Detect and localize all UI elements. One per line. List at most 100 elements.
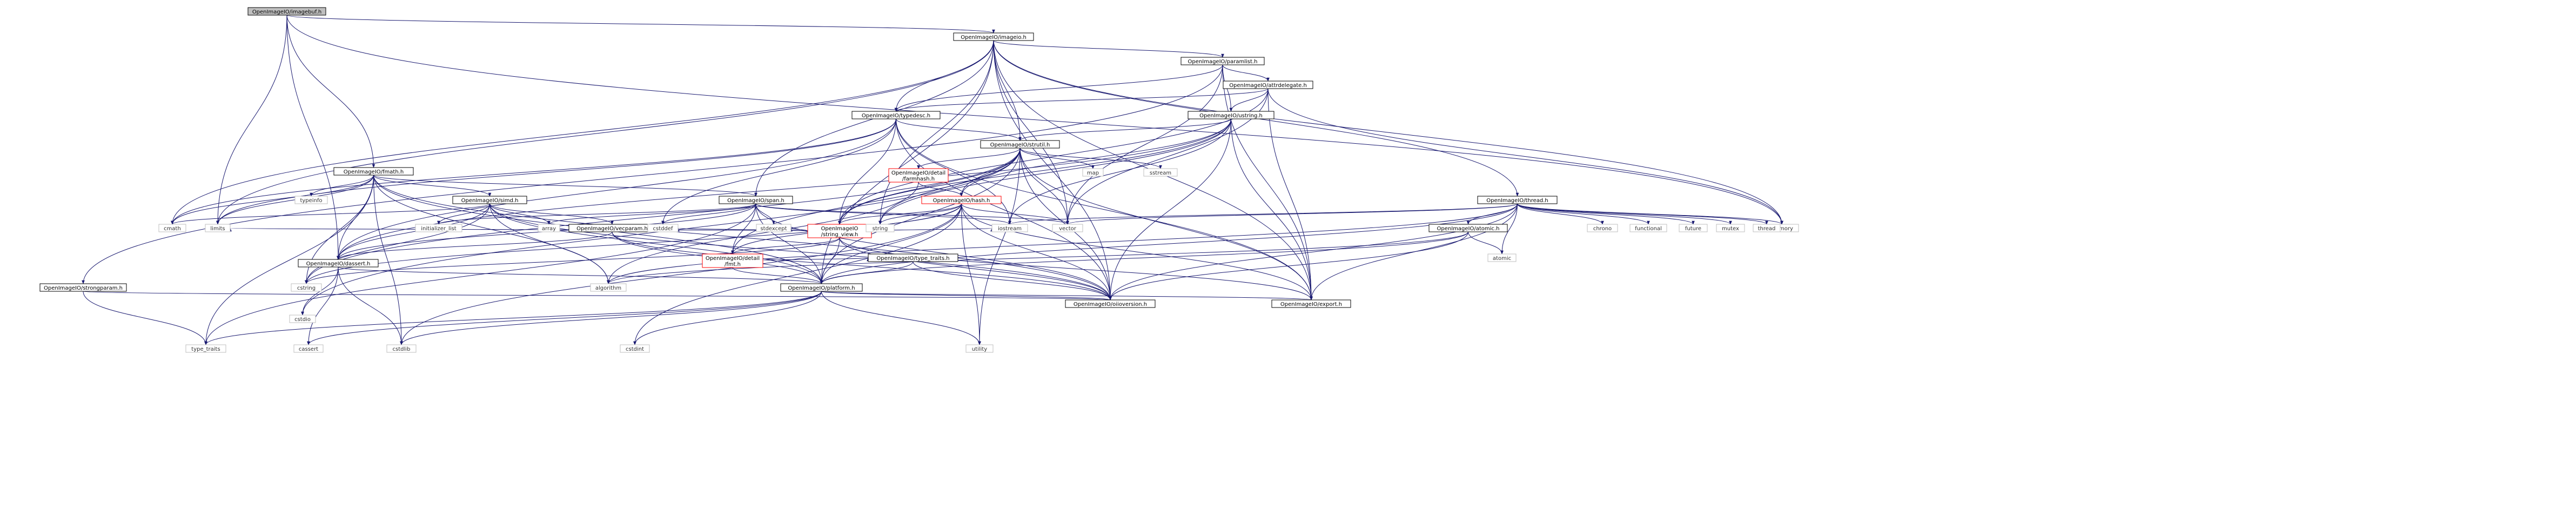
node-vecparam[interactable]: OpenImageIO/vecparam.h [568,224,656,232]
edge-platform-to-oiioversion [821,291,1112,300]
node-dassert[interactable]: OpenImageIO/dassert.h [298,259,379,268]
edge-typedesc-to-cmath [171,118,896,225]
node-label: OpenImageIO/export.h [1280,302,1342,308]
edge-typedesc-to-strutil [896,118,1022,141]
node-fmt[interactable]: OpenImageIO/detail/fmt.h [702,253,763,268]
edge-typedesc-to-string_view [838,118,896,225]
node-ustring[interactable]: OpenImageIO/ustring.h [1188,111,1274,119]
node-root[interactable]: OpenImageIO/imagebuf.h [247,7,326,16]
edge-root-to-limits [216,15,287,225]
node-label-line: OpenImageIO/detail [891,170,945,176]
node-limits: limits [205,224,231,232]
node-export[interactable]: OpenImageIO/export.h [1271,299,1351,308]
node-box [868,253,958,262]
node-box [1143,168,1178,177]
node-label: future [1685,226,1701,232]
edge-imageio-to-strutil [993,40,1022,141]
node-box [289,315,316,323]
node-box [205,224,231,232]
edge-platform-to-type_traits [204,291,822,345]
edge-span-to-fmt [731,203,756,255]
edge-root-to-fmath [286,15,375,168]
node-hash[interactable]: OpenImageIO/hash.h [921,196,1002,204]
edge-fmath-to-simd [373,175,492,197]
node-label: atomic [1493,256,1511,262]
node-cstdint: cstdint [620,344,650,353]
edge-fmath-to-span [373,175,757,197]
node-box [1587,224,1618,232]
edge-hash-to-string_view [838,203,962,225]
edge-fmt-to-platform [732,267,823,284]
node-farmhash[interactable]: OpenImageIO/detail/farmhash.h [888,168,949,183]
node-thread[interactable]: OpenImageIO/thread.h [1477,196,1558,204]
node-label: OpenImageIO/fmath.h [344,169,404,175]
node-label: cstdio [294,317,311,323]
node-label: chrono [1593,226,1612,232]
edge-string_view-to-oiioversion [839,237,1112,300]
node-typedesc[interactable]: OpenImageIO/typedesc.h [851,111,941,119]
node-box [719,196,793,204]
edge-typedesc-to-cstddef [661,118,896,225]
node-simd[interactable]: OpenImageIO/simd.h [452,196,527,204]
node-box [291,283,322,292]
node-label-line: /farmhash.h [902,176,935,182]
node-label: map [1087,170,1099,176]
node-attrdelegate[interactable]: OpenImageIO/attrdelegate.h [1223,81,1313,89]
node-cmath: cmath [158,224,186,232]
node-algorithm: algorithm [590,283,627,292]
edge-ustring-to-string [878,118,1231,225]
node-platform[interactable]: OpenImageIO/platform.h [780,283,863,292]
node-label: cstddef [653,226,673,232]
node-box [386,344,417,353]
node-span[interactable]: OpenImageIO/span.h [719,196,793,204]
edge-dassert-to-platform [338,266,823,284]
edge-string_view-to-cstring [305,237,840,284]
node-thread_std: thread [1753,224,1781,232]
node-type_traits_h[interactable]: OpenImageIO/type_traits.h [868,253,958,262]
edge-span-to-oiioversion [755,203,1112,300]
node-imageio[interactable]: OpenImageIO/imageio.h [953,32,1034,41]
node-label: OpenImageIO/platform.h [788,285,855,291]
edge-thread-to-oiioversion [1109,203,1518,300]
node-string_view[interactable]: OpenImageIO/string_view.h [807,224,872,238]
edge-thread-to-thread_std [1517,203,1768,225]
node-box [866,224,895,232]
node-label: memory [1770,226,1793,232]
node-strutil[interactable]: OpenImageIO/strutil.h [980,140,1060,149]
node-box [1271,299,1351,308]
node-label: OpenImageIO/atomic.h [1437,226,1500,232]
node-label: OpenImageIO/type_traits.h [876,256,949,262]
node-strongparam[interactable]: OpenImageIO/strongparam.h [39,283,127,292]
node-label: OpenImageIO/typedesc.h [862,113,930,119]
node-fmath[interactable]: OpenImageIO/fmath.h [333,167,414,176]
node-cstdlib: cstdlib [386,344,417,353]
node-atomic_h[interactable]: OpenImageIO/atomic.h [1428,224,1508,232]
edge-strutil-to-string_view [838,148,1021,225]
node-cstddef: cstddef [647,224,679,232]
edge-fmath-to-cmath [171,175,374,225]
edge-thread-to-algorithm [607,203,1518,284]
edge-atomic_h-to-atomic [1468,231,1504,255]
edge-thread-to-future [1517,203,1695,225]
node-chrono: chrono [1587,224,1618,232]
edge-imageio-to-platform [820,40,994,284]
edge-thread-to-atomic [1500,203,1518,255]
node-box [1223,81,1313,89]
node-paramlist[interactable]: OpenImageIO/paramlist.h [1180,57,1265,65]
edge-imageio-to-cmath [171,40,994,225]
node-box [888,168,949,183]
node-label: OpenImageIO/strongparam.h [44,285,123,291]
node-oiioversion[interactable]: OpenImageIO/oiioversion.h [1065,299,1156,308]
edge-ustring-to-oiioversion [1109,118,1231,300]
edge-typedesc-to-dassert [337,118,896,260]
edge-atomic_h-to-oiioversion [1109,231,1468,300]
edge-platform-to-utility [821,291,981,345]
node-label: iostream [998,226,1022,232]
node-box [1052,224,1083,232]
edge-typedesc-to-oiioversion [896,118,1112,300]
edge-simd-to-cmath [171,203,490,225]
node-box [452,196,527,204]
edge-imageio-to-string [878,40,994,225]
edge-strutil-to-vector [1019,148,1069,225]
node-label: OpenImageIO/imagebuf.h [252,9,321,15]
